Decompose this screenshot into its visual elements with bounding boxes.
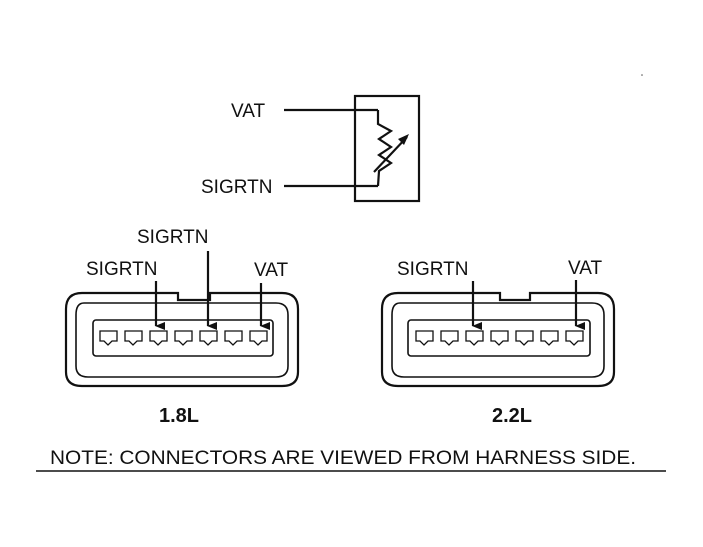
c18-pin-7: [249, 330, 268, 346]
c18-pin-2: [124, 330, 143, 346]
c18-caption: 1.8L: [159, 405, 199, 427]
c18-sigrtn-top-label: SIGRTN: [137, 227, 208, 248]
c18-pin-6: [224, 330, 243, 346]
c18-pin-1: [99, 330, 118, 346]
thermistor-resistor: [376, 110, 394, 187]
c22-pin-2: [440, 330, 459, 346]
variable-arrow-shaft: [373, 136, 408, 173]
c22-vat-label: VAT: [568, 258, 603, 279]
c18-outer-shell: [64, 291, 300, 388]
c22-pins: [415, 330, 584, 346]
c18-inner-shell: [75, 302, 289, 378]
connector-1-8l: SIGRTN SIGRTN VAT 1.8L: [64, 227, 300, 427]
c22-pin-7: [565, 330, 584, 346]
connector-2-2l: SIGRTN VAT 2.2L: [380, 258, 616, 427]
sensor-sigrtn-label: SIGRTN: [201, 177, 272, 198]
c18-pin-cavity: [92, 319, 274, 357]
sensor-vat-label: VAT: [231, 101, 266, 122]
c22-pin-1: [415, 330, 434, 346]
variable-arrow-head: [398, 134, 409, 145]
c18-pin-5: [199, 330, 218, 346]
c22-pin-3: [465, 330, 484, 346]
c18-pins: [99, 330, 268, 346]
c22-inner-shell: [391, 302, 605, 378]
c18-vat-label: VAT: [254, 260, 289, 281]
c22-sigrtn-label: SIGRTN: [397, 259, 468, 280]
c22-pin-cavity: [407, 319, 591, 357]
c18-pin-3: [149, 330, 168, 346]
c22-pin-4: [490, 330, 509, 346]
sensor-housing: [353, 94, 421, 203]
c22-pin-5: [515, 330, 534, 346]
sensor-symbol: VAT SIGRTN: [201, 94, 421, 203]
c22-outer-shell: [380, 291, 616, 388]
speck-dot: [641, 74, 643, 76]
note-text: NOTE: CONNECTORS ARE VIEWED FROM HARNESS…: [50, 448, 636, 469]
c18-pin-4: [174, 330, 193, 346]
c22-caption: 2.2L: [492, 405, 532, 427]
c18-sigrtn-left-label: SIGRTN: [86, 259, 157, 280]
c22-pin-6: [540, 330, 559, 346]
